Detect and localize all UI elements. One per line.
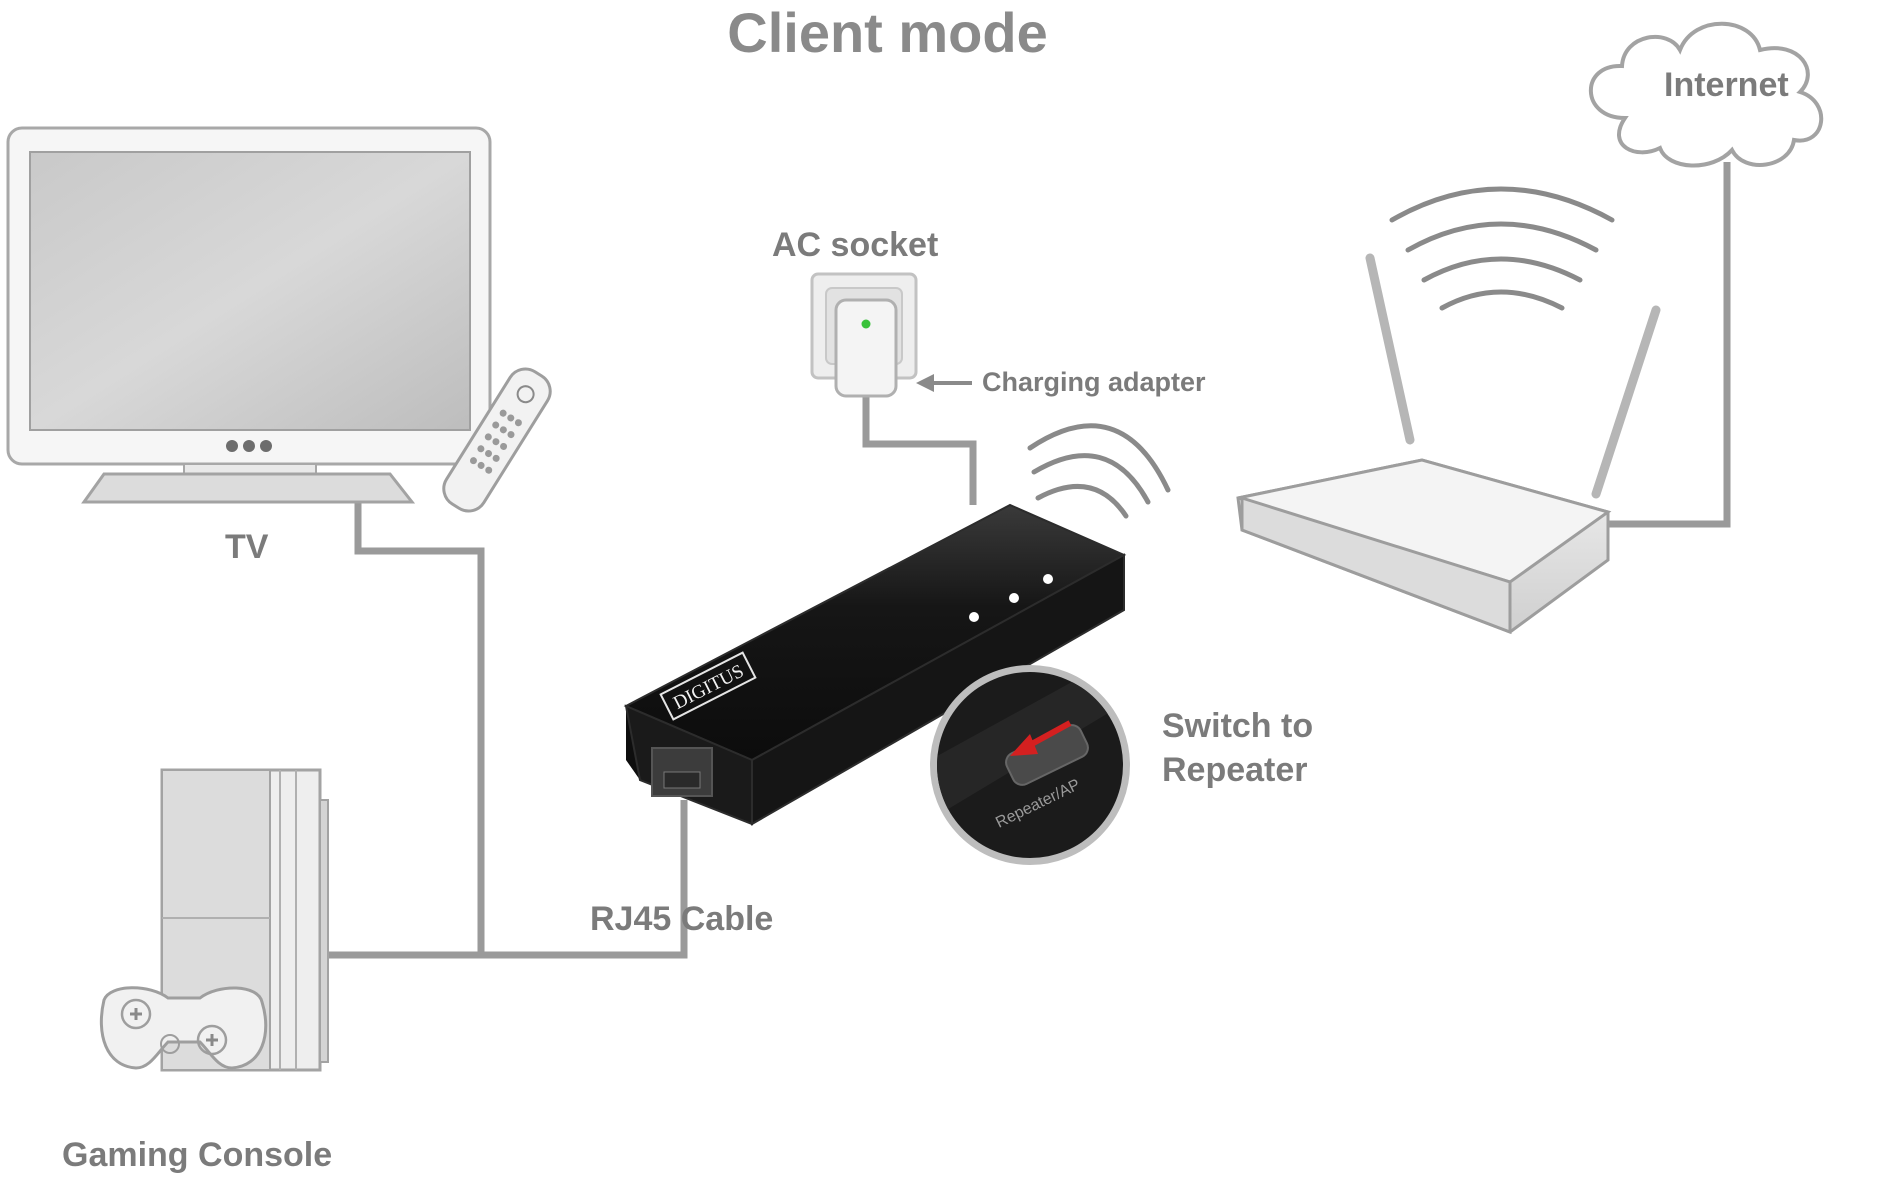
internet-cable (1602, 162, 1731, 528)
adapter-cable (862, 396, 977, 505)
wireless-repeater-device: DIGITUS (623, 503, 1127, 826)
router-wifi-waves-icon (1389, 186, 1615, 311)
switch-label-line1: Switch to (1162, 707, 1314, 745)
internet-label: Internet (1664, 66, 1789, 104)
rj45-cable (328, 800, 688, 959)
rj45-cable-label: RJ45 Cable (590, 900, 774, 938)
switch-zoom-view: Repeater/AP (930, 665, 1130, 865)
switch-to-repeater-label: Switch to Repeater (1162, 704, 1313, 792)
switch-label-line2: Repeater (1162, 751, 1308, 789)
adapter-arrow-icon (916, 374, 972, 392)
tv-label: TV (225, 528, 269, 566)
ac-socket-label: AC socket (772, 226, 939, 264)
charging-adapter-icon (834, 298, 898, 398)
tv-cable (354, 500, 485, 955)
game-controller-icon (99, 986, 268, 1070)
gaming-console-label: Gaming Console (62, 1136, 333, 1174)
internet-cloud-icon (1588, 21, 1824, 168)
charging-adapter-label: Charging adapter (982, 367, 1206, 397)
switch-direction-arrow-icon (1010, 720, 1072, 756)
device-wifi-waves-icon (1027, 423, 1171, 519)
remote-control-icon (442, 367, 552, 513)
tv-icon (6, 126, 492, 504)
diagram-title: Client mode (727, 1, 1048, 64)
device-led-indicators-icon (969, 574, 1053, 622)
connection-lines (328, 162, 1731, 959)
adapter-led-icon (861, 319, 871, 329)
router-icon (1236, 253, 1661, 635)
